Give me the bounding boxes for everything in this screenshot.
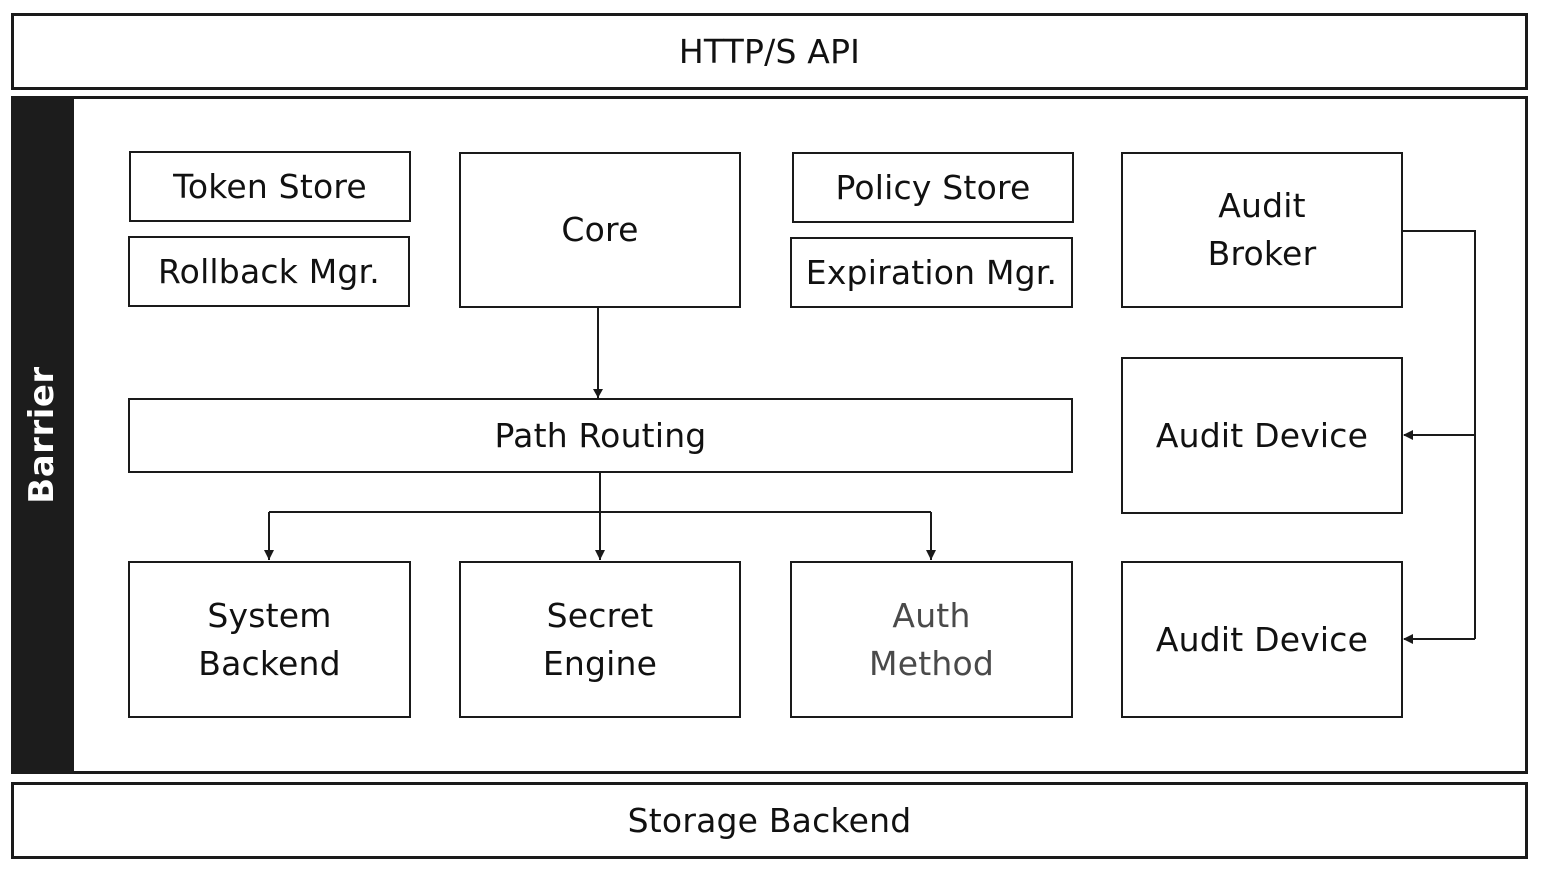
path-routing-box: Path Routing bbox=[128, 398, 1073, 473]
expiration-mgr-label: Expiration Mgr. bbox=[805, 252, 1058, 292]
policy-store-box: Policy Store bbox=[792, 152, 1074, 223]
policy-store-label: Policy Store bbox=[835, 167, 1031, 207]
system-backend-label: System Backend bbox=[198, 595, 341, 683]
audit-broker-box: Audit Broker bbox=[1121, 152, 1403, 308]
core-label: Core bbox=[561, 210, 639, 249]
broker-to-devices-line bbox=[1402, 230, 1476, 639]
core-box: Core bbox=[459, 152, 741, 308]
http-api-label: HTTP/S API bbox=[678, 31, 861, 71]
audit-device-box-1: Audit Device bbox=[1121, 357, 1403, 514]
rollback-mgr-box: Rollback Mgr. bbox=[128, 236, 410, 307]
rollback-mgr-label: Rollback Mgr. bbox=[158, 251, 380, 291]
auth-method-box: Auth Method bbox=[790, 561, 1073, 718]
audit-device-label-2: Audit Device bbox=[1155, 619, 1369, 659]
barrier-band bbox=[11, 96, 74, 774]
path-routing-label: Path Routing bbox=[494, 415, 707, 455]
secret-engine-label: Secret Engine bbox=[542, 595, 658, 683]
auth-method-label: Auth Method bbox=[869, 595, 994, 683]
storage-backend-label: Storage Backend bbox=[627, 800, 912, 840]
storage-backend-bar: Storage Backend bbox=[11, 782, 1528, 859]
audit-broker-label: Audit Broker bbox=[1207, 186, 1317, 273]
secret-engine-box: Secret Engine bbox=[459, 561, 741, 718]
expiration-mgr-box: Expiration Mgr. bbox=[790, 237, 1073, 308]
token-store-box: Token Store bbox=[129, 151, 411, 222]
system-backend-box: System Backend bbox=[128, 561, 411, 718]
http-api-bar: HTTP/S API bbox=[11, 13, 1528, 90]
audit-device-box-2: Audit Device bbox=[1121, 561, 1403, 718]
token-store-label: Token Store bbox=[173, 166, 367, 206]
audit-device-label-1: Audit Device bbox=[1155, 415, 1369, 455]
